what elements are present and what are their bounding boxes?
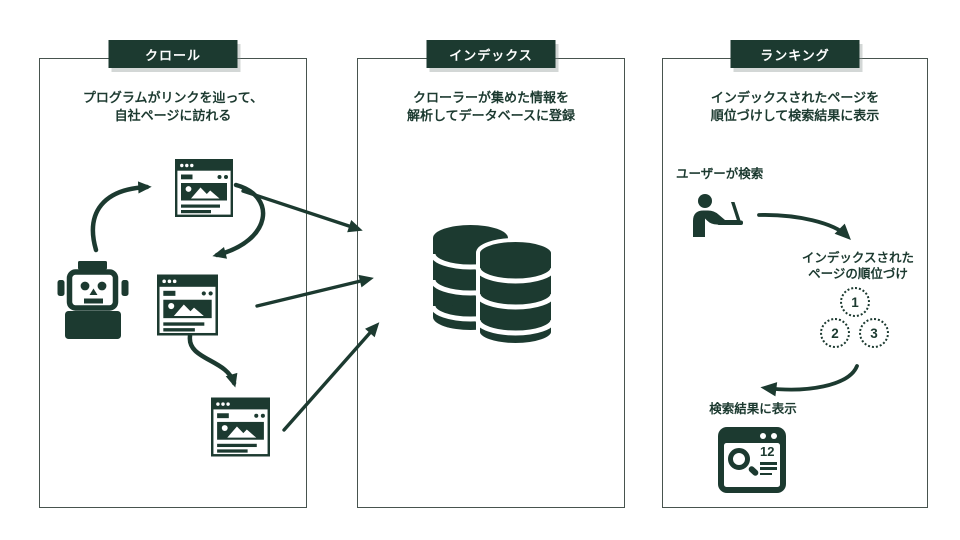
panel-crawl-desc-line1: プログラムがリンクを辿って、 (82, 90, 264, 105)
rank-3-number: 3 (870, 325, 878, 341)
panel-index-title: インデックス (449, 47, 533, 63)
rank-2-number: 2 (831, 325, 839, 341)
result-number: 12 (760, 444, 775, 459)
panel-ranking-title: ランキング (760, 47, 830, 63)
panel-ranking-desc-line1: インデックスされたページを (710, 90, 880, 105)
panel-crawl-description: プログラムがリンクを辿って、 自社ページに訪れる (40, 89, 306, 125)
laurel-medal-icon-rank2: 2 (820, 318, 850, 348)
panel-index-desc-line1: クローラーが集めた情報を (412, 90, 569, 105)
panel-crawl-title: クロール (144, 47, 201, 63)
user-search-label: ユーザーが検索 (676, 167, 764, 181)
robot-icon (57, 261, 129, 339)
magnifier-handle (747, 465, 760, 477)
laurel-medal-icon-rank3: 3 (859, 318, 889, 348)
magnifier-icon (728, 448, 750, 470)
laurel-medal-icon-rank1: 1 (840, 287, 870, 317)
ranking-caption-line2: ページの順位づけ (808, 266, 908, 281)
panel-index-description: クローラーが集めた情報を 解析してデータベースに登録 (358, 89, 624, 125)
webpage-icon (175, 159, 233, 217)
panel-crawl-header: クロール (108, 40, 238, 68)
database-icon (432, 225, 554, 347)
window-dot (771, 433, 777, 439)
search-results-page-icon: 12 (718, 427, 786, 493)
ranking-caption: インデックスされた ページの順位づけ (793, 251, 923, 282)
webpage-icon (157, 274, 218, 336)
user-at-laptop-icon (693, 194, 743, 237)
panel-crawl: クロール プログラムがリンクを辿って、 自社ページに訪れる (39, 40, 307, 508)
panel-ranking-header: ランキング (730, 40, 860, 68)
panel-ranking-desc-line2: 順位づけして検索結果に表示 (710, 108, 880, 123)
panel-ranking: ランキング インデックスされたページを 順位づけして検索結果に表示 ユーザーが検… (662, 40, 928, 508)
webpage-icon (211, 397, 270, 457)
result-caption: 検索結果に表示 (709, 402, 797, 416)
panel-ranking-description: インデックスされたページを 順位づけして検索結果に表示 (663, 89, 927, 125)
rank-1-number: 1 (851, 294, 859, 310)
ranking-caption-line1: インデックスされた (801, 251, 915, 265)
panel-index: インデックス クローラーが集めた情報を 解析してデータベースに登録 (357, 40, 625, 508)
panel-index-header: インデックス (426, 40, 556, 68)
window-dot (760, 433, 766, 439)
result-screen: 12 (724, 443, 780, 487)
result-list-lines (760, 462, 777, 478)
panel-index-desc-line2: 解析してデータベースに登録 (407, 108, 575, 123)
panel-crawl-desc-line2: 自社ページに訪れる (114, 108, 232, 123)
